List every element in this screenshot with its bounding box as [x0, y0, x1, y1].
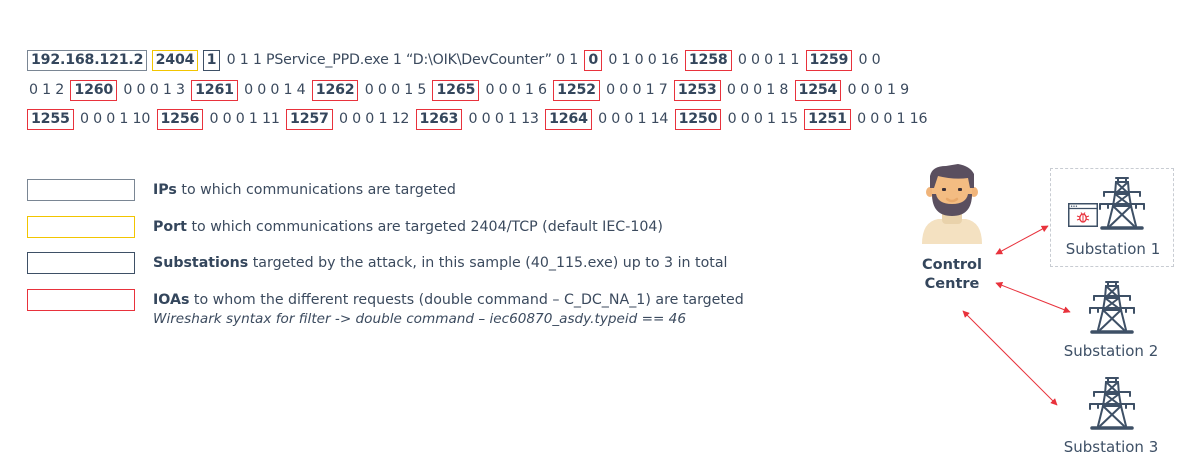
- legend-desc-substations: targeted by the attack, in this sample (…: [248, 255, 728, 271]
- legend-term-substations: Substations: [153, 255, 249, 271]
- ioa-highlight: 1255: [27, 109, 74, 130]
- arrow-cc-substation-2: [995, 282, 1071, 313]
- ioa-highlight: 1251: [804, 109, 851, 130]
- sequence-text: 0 1 0 0 16: [608, 52, 679, 68]
- legend-ips: IPs to which communications are targeted: [27, 177, 456, 203]
- sequence-text: 0 0 0 1 14: [598, 111, 669, 127]
- ioa-highlight: 0: [584, 50, 603, 71]
- ioa-highlight: 1258: [684, 50, 732, 71]
- ioa-highlight: 1250: [674, 109, 722, 130]
- substation-1-highlight-frame: [1050, 168, 1174, 267]
- ioa-highlight: 1262: [311, 80, 359, 101]
- substation-1-label: Substation 1: [1065, 240, 1161, 258]
- sequence-text: 0 0 0 1 1: [737, 52, 800, 68]
- legend-term-port: Port: [153, 219, 187, 235]
- legend-desc-port: to which communications are targeted 240…: [186, 219, 663, 235]
- legend-term-ips: IPs: [153, 182, 177, 198]
- ioa-highlight: 1252: [553, 80, 600, 101]
- sequence-text: 0 0: [858, 52, 881, 68]
- control-centre-label-line1: Control: [922, 257, 982, 273]
- legend-swatch-substations: [27, 252, 135, 274]
- person-avatar-icon: [922, 164, 982, 244]
- ioa-highlight: 1260: [70, 80, 118, 101]
- ioa-highlight: 1264: [545, 109, 592, 130]
- sequence-line-2: 0 1 2 1260 0 0 0 1 3 1261 0 0 0 1 4 1262…: [27, 79, 911, 101]
- legend-swatch-ioas: [27, 289, 135, 311]
- sequence-text: 0 0 0 1 6: [485, 82, 547, 98]
- sequence-line-3: 1255 0 0 0 1 10 1256 0 0 0 1 11 1257 0 0…: [27, 108, 929, 130]
- sequence-text: 0 0 0 1 10: [80, 111, 151, 127]
- sequence-text: 0 0 0 1 13: [468, 111, 539, 127]
- legend-port: Port to which communications are targete…: [27, 214, 663, 240]
- sequence-text: 0 0 0 1 3: [123, 82, 185, 98]
- legend-ioas: IOAs to whom the different requests (dou…: [27, 287, 744, 327]
- ip-address-highlight: 192.168.121.2: [27, 50, 148, 71]
- legend-text-ioas: IOAs to whom the different requests (dou…: [153, 292, 744, 308]
- legend-text-substations: Substations targeted by the attack, in t…: [153, 255, 727, 271]
- sequence-text: 0 0 0 1 9: [847, 82, 910, 98]
- arrow-cc-substation-3: [962, 310, 1058, 406]
- port-highlight: 2404: [151, 50, 199, 71]
- substation-3-label: Substation 3: [1063, 438, 1159, 456]
- ioa-highlight: 1253: [673, 80, 721, 101]
- legend-note-wireshark: Wireshark syntax for filter -> double co…: [153, 311, 686, 327]
- power-tower-icon-substation-1: [1099, 177, 1145, 230]
- legend-desc-ioas: to whom the different requests (double c…: [189, 292, 744, 308]
- legend-text-ips: IPs to which communications are targeted: [153, 182, 456, 198]
- power-tower-icon-substation-3: [1089, 377, 1135, 430]
- power-tower-icon-substation-2: [1089, 281, 1135, 334]
- ioa-highlight: 1259: [805, 50, 853, 71]
- sequence-line-1: 192.168.121.2 2404 1 0 1 1 PService_PPD.…: [27, 49, 883, 71]
- ioa-highlight: 1263: [415, 109, 463, 130]
- sequence-text: 0 0 0 1 4: [244, 82, 306, 98]
- sequence-text: 0 0 0 1 11: [209, 111, 280, 127]
- legend-desc-ips: to which communications are targeted: [176, 182, 456, 198]
- sequence-text: 0 0 0 1 7: [606, 82, 668, 98]
- control-centre-label-line2: Centre: [924, 276, 980, 292]
- legend-text-port: Port to which communications are targete…: [153, 219, 663, 235]
- ioa-highlight: 1257: [286, 109, 333, 130]
- legend-swatch-port: [27, 216, 135, 238]
- sequence-text: 0 0 0 1 15: [727, 111, 798, 127]
- ioa-highlight: 1256: [156, 109, 204, 130]
- sequence-text: 0 1 2: [29, 82, 65, 98]
- arrow-cc-substation-1: [995, 225, 1049, 255]
- ioa-highlight: 1261: [191, 80, 238, 101]
- legend-swatch-ips: [27, 179, 135, 201]
- sequence-text: 0 1 1 PService_PPD.exe 1 “D:\OIK\DevCoun…: [226, 52, 579, 68]
- ioa-highlight: 1254: [794, 80, 842, 101]
- browser-bug-icon: [1068, 203, 1098, 227]
- sequence-text: 0 0 0 1 12: [339, 111, 410, 127]
- substation-id-highlight: 1: [202, 50, 221, 71]
- sequence-text: 0 0 0 1 5: [364, 82, 427, 98]
- legend-substations: Substations targeted by the attack, in t…: [27, 250, 727, 276]
- substation-2-label: Substation 2: [1063, 342, 1159, 360]
- sequence-text: 0 0 0 1 8: [726, 82, 789, 98]
- control-centre-label: Control Centre: [912, 256, 992, 294]
- legend-term-ioas: IOAs: [153, 292, 190, 308]
- sequence-text: 0 0 0 1 16: [857, 111, 928, 127]
- ioa-highlight: 1265: [432, 80, 480, 101]
